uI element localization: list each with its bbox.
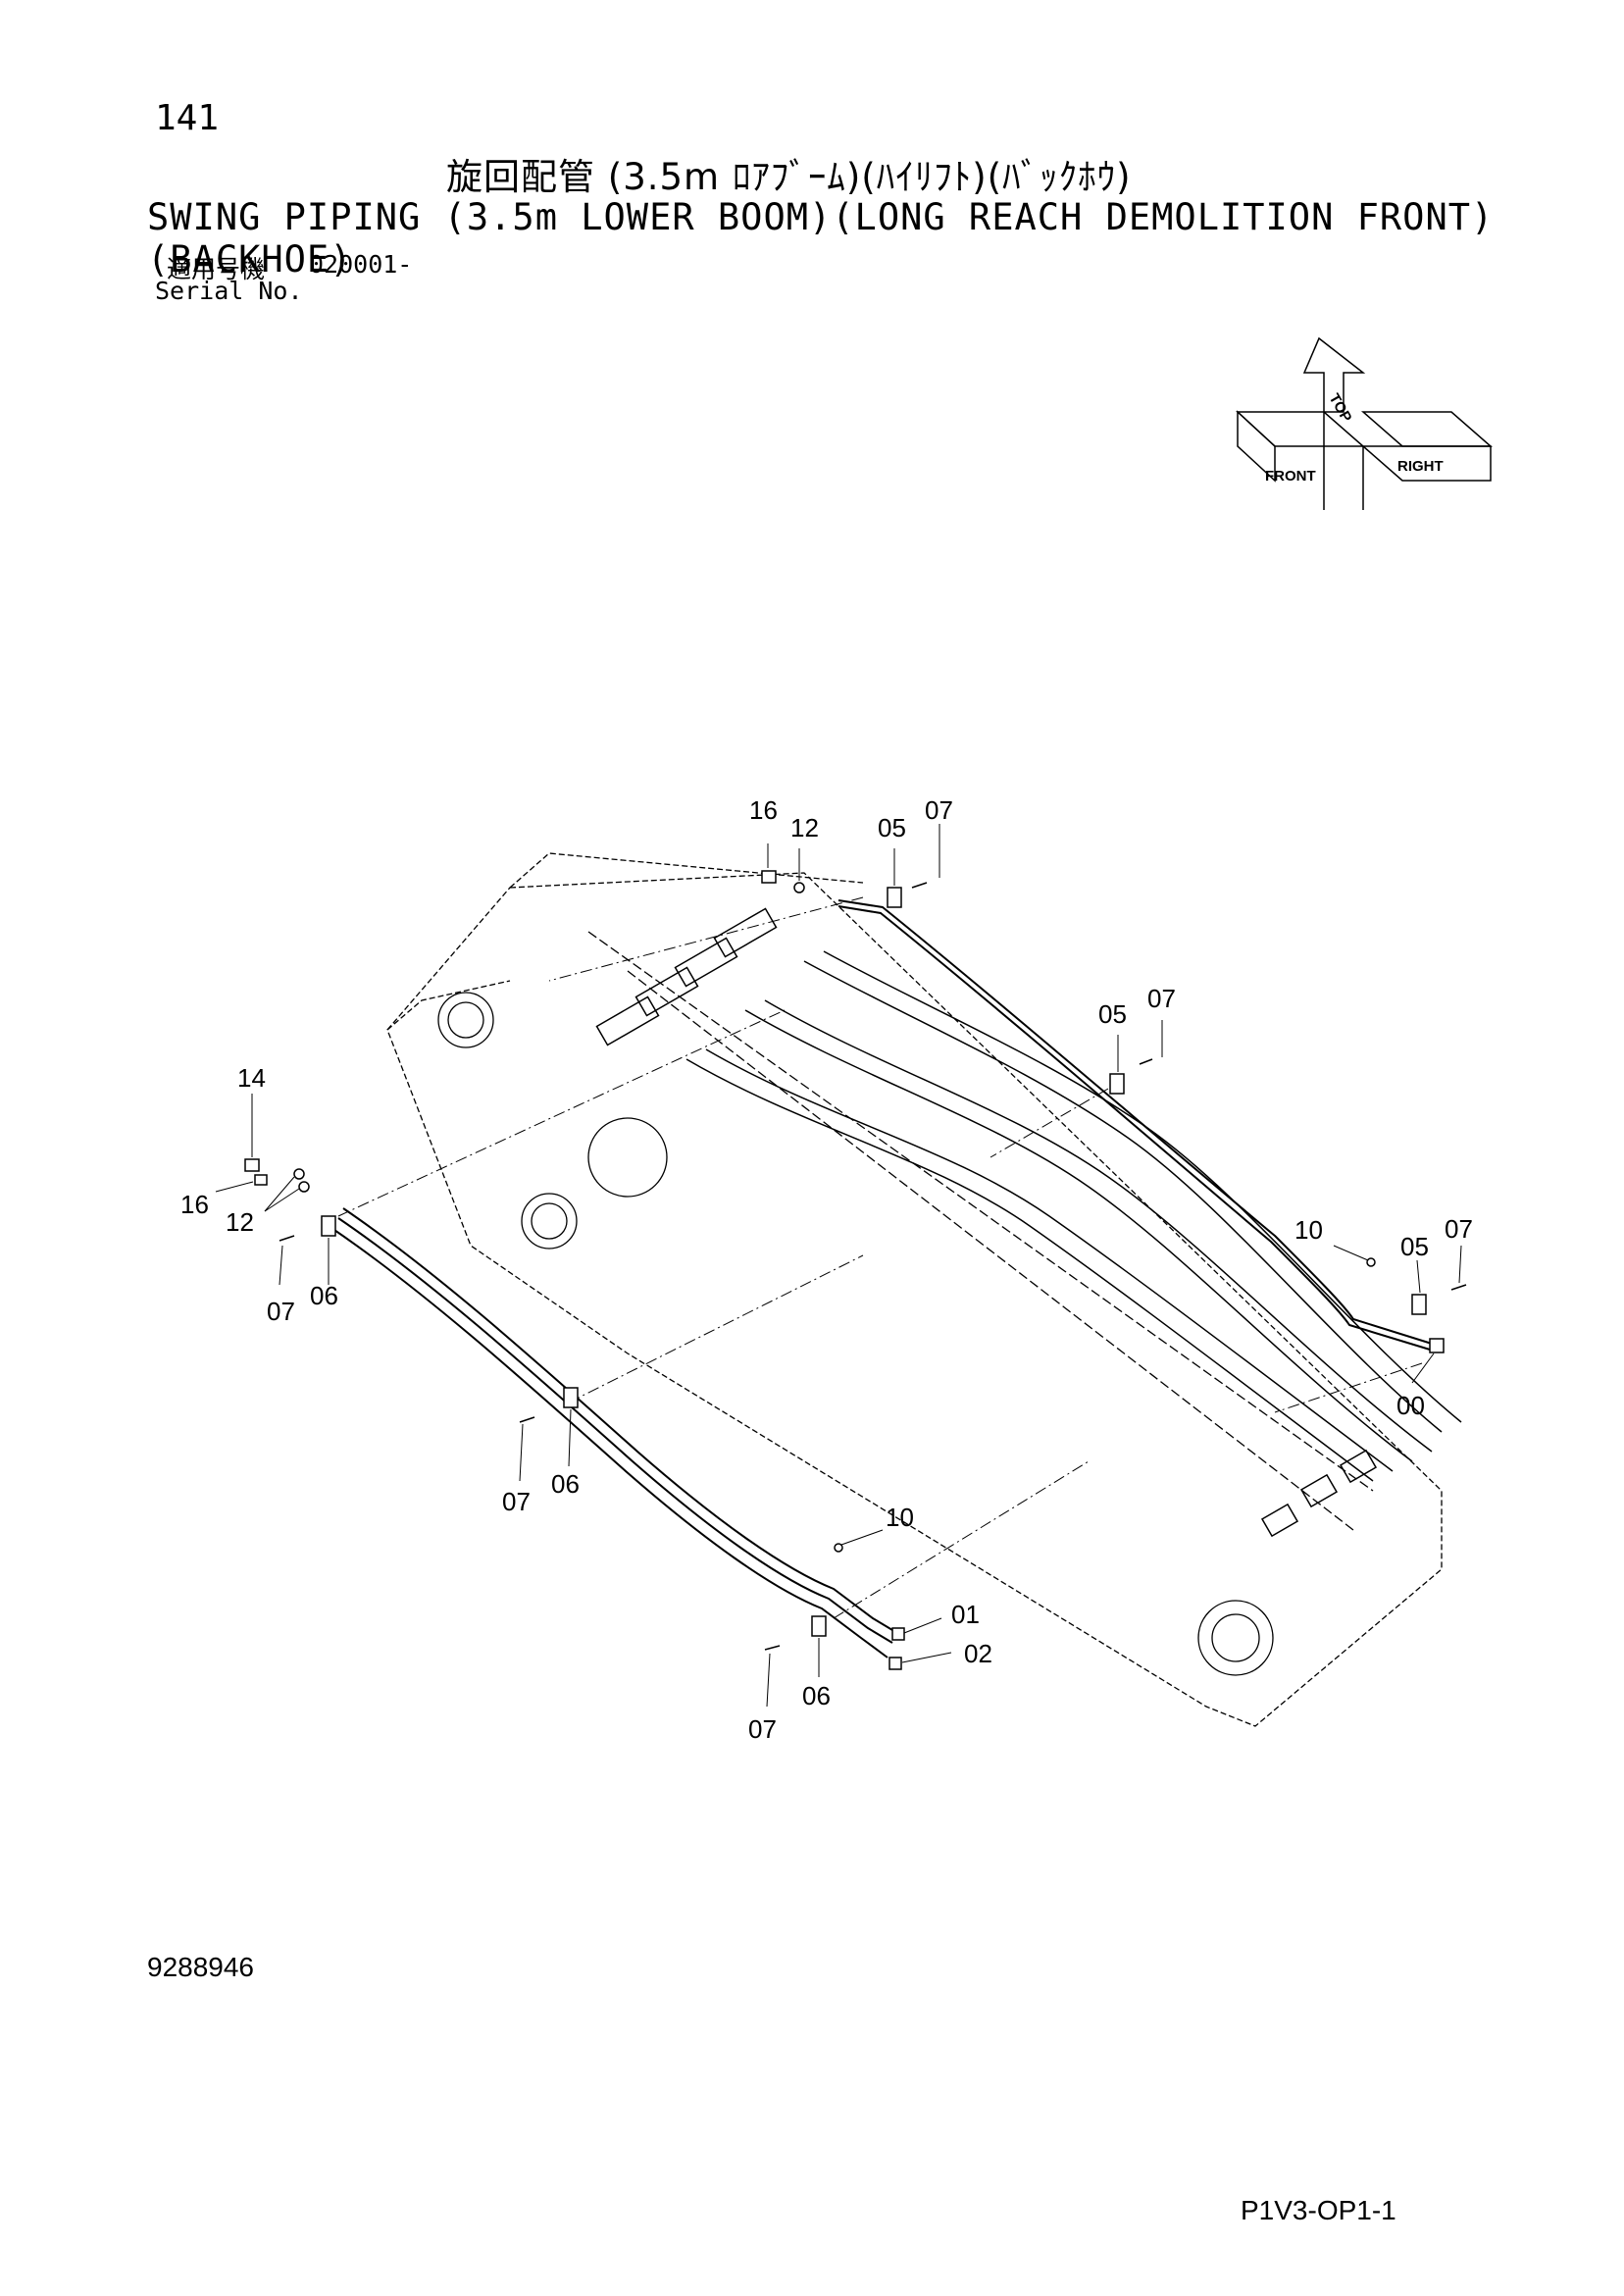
callout-07-mid: 07 (1147, 984, 1176, 1013)
callout-10-bottom: 10 (886, 1503, 914, 1532)
bolt-07-bottom (764, 1645, 781, 1651)
clamp-06-bottom (811, 1615, 827, 1637)
bolt-07-lower (519, 1416, 535, 1423)
fitting-02 (888, 1657, 902, 1670)
callout-16-left: 16 (180, 1190, 209, 1219)
orientation-front-label: FRONT (1265, 468, 1316, 485)
serial-label-japanese: 適用号機 (167, 255, 266, 283)
clamp-05-mid (1109, 1073, 1125, 1095)
fitting-14-left (244, 1158, 260, 1172)
fitting-16-top (761, 870, 777, 884)
callout-06-bottom: 06 (802, 1681, 831, 1710)
oring-12-top (793, 882, 805, 893)
callout-16-top: 16 (749, 795, 778, 825)
drawing-number: 9288946 (147, 1952, 255, 1982)
callout-12-top: 12 (790, 813, 819, 842)
bolt-10-right (1366, 1257, 1376, 1267)
callout-07-top: 07 (925, 795, 953, 825)
page-code: P1V3-OP1-1 (1241, 2195, 1396, 2225)
callout-01: 01 (951, 1600, 980, 1629)
bolt-07-right (1450, 1284, 1467, 1291)
callout-12-left: 12 (226, 1207, 254, 1237)
callout-07-bottom: 07 (748, 1714, 777, 1744)
boom-details (437, 931, 1374, 1676)
callout-00-right: 00 (1396, 1391, 1425, 1420)
orientation-right-label: RIGHT (1397, 458, 1444, 475)
oring-12-left (293, 1168, 305, 1180)
title-english: SWING PIPING (3.5m LOWER BOOM)(LONG REAC… (147, 196, 1495, 281)
orientation-indicator: TOP FRONT RIGHT (1236, 336, 1493, 510)
callout-leaders (215, 824, 1462, 1708)
bolt-07-left (279, 1235, 295, 1242)
callout-05-top: 05 (878, 813, 906, 842)
left-swing-pipes (330, 1207, 898, 1658)
clamp-06-lower (563, 1387, 579, 1408)
callout-05-right: 05 (1400, 1232, 1429, 1261)
boom-outline (386, 852, 1443, 1727)
serial-label-english: Serial No. (155, 277, 303, 305)
clamp-05-right (1411, 1294, 1427, 1315)
callout-07-left: 07 (267, 1297, 295, 1326)
fitting-01 (891, 1627, 905, 1641)
hardware-parts (244, 870, 1467, 1670)
oring-12-left-2 (298, 1181, 310, 1193)
fitting-16-left (254, 1174, 268, 1186)
clamp-05-top (887, 887, 902, 908)
title-japanese: 旋回配管 (3.5m ﾛｱﾌﾞｰﾑ)(ﾊｲﾘﾌﾄ)(ﾊﾞｯｸﾎｳ) (446, 156, 1132, 198)
callout-05-mid: 05 (1098, 999, 1127, 1029)
callout-07-right: 07 (1445, 1214, 1473, 1244)
hose-bundle (595, 907, 1462, 1538)
right-swing-pipe (837, 899, 1433, 1351)
callout-02: 02 (964, 1639, 992, 1668)
callout-06-left: 06 (310, 1281, 338, 1310)
fitting-00-right (1429, 1338, 1445, 1353)
bolt-07-top (911, 882, 928, 889)
serial-number-range: 020001- (309, 250, 413, 279)
clamp-06-left (321, 1215, 336, 1237)
leader-lines (337, 896, 1423, 1619)
callout-06-lower: 06 (551, 1469, 580, 1499)
page-number: 141 (155, 98, 220, 138)
bolt-10-bottom (834, 1543, 843, 1553)
callout-10-right: 10 (1294, 1215, 1323, 1245)
callout-07-lower: 07 (502, 1487, 531, 1516)
bolt-07-mid (1139, 1058, 1153, 1065)
callout-14-left: 14 (237, 1063, 266, 1093)
